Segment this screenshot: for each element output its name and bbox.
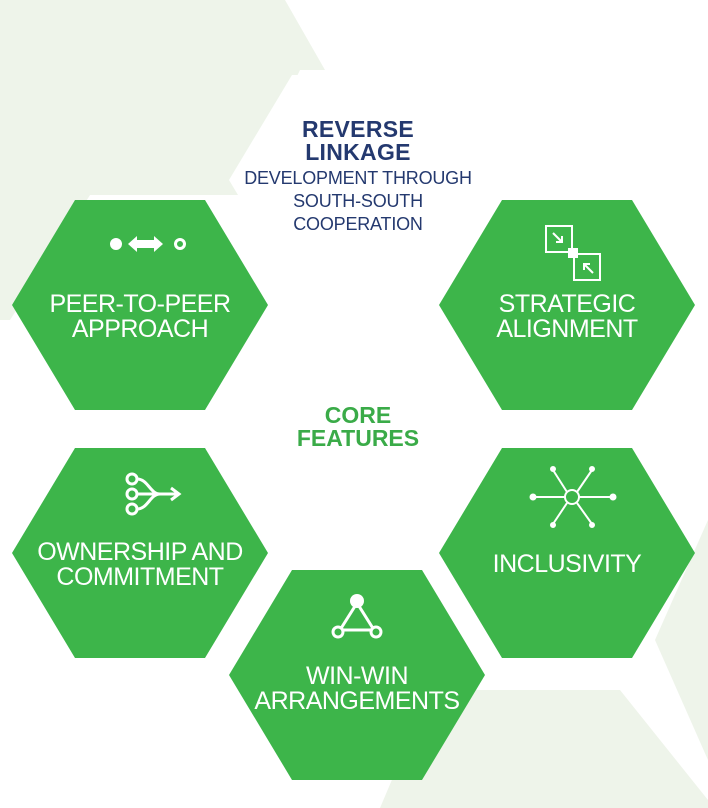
feature-label-peer-to-peer: PEER-TO-PEER APPROACH [49,290,231,343]
merge-arrow-icon [125,472,182,516]
diagram-title: REVERSE LINKAGE [301,116,415,165]
peer-exchange-icon [110,236,186,252]
hexagon-ownership [12,448,268,658]
diagram-subtitle: DEVELOPMENT THROUGH SOUTH-SOUTH COOPERAT… [244,168,472,234]
center-label: CORE FEATURES [296,402,420,451]
background-tint-right [655,100,708,760]
feature-label-ownership: OWNERSHIP AND COMMITMENT [37,538,243,591]
center-hexagon [229,323,485,533]
feature-label-win-win: WIN-WIN ARRANGEMENTS [254,662,460,715]
feature-label-inclusivity: INCLUSIVITY [492,550,642,578]
hexagon-strategic-alignment [439,200,695,410]
background-tint-left [0,0,325,195]
network-hub-icon [529,466,617,528]
alignment-squares-icon [545,225,601,281]
title-block: REVERSE LINKAGE DEVELOPMENT THROUGH SOUT… [228,118,488,236]
hexagon-win-win [229,570,485,780]
hexagon-inclusivity [439,448,695,658]
hexagon-peer-to-peer [12,200,268,410]
background-tint-bottom [380,690,708,808]
triangle-nodes-icon [331,594,383,639]
title-hexagon [229,75,485,285]
feature-label-strategic-alignment: STRATEGIC ALIGNMENT [496,290,638,343]
